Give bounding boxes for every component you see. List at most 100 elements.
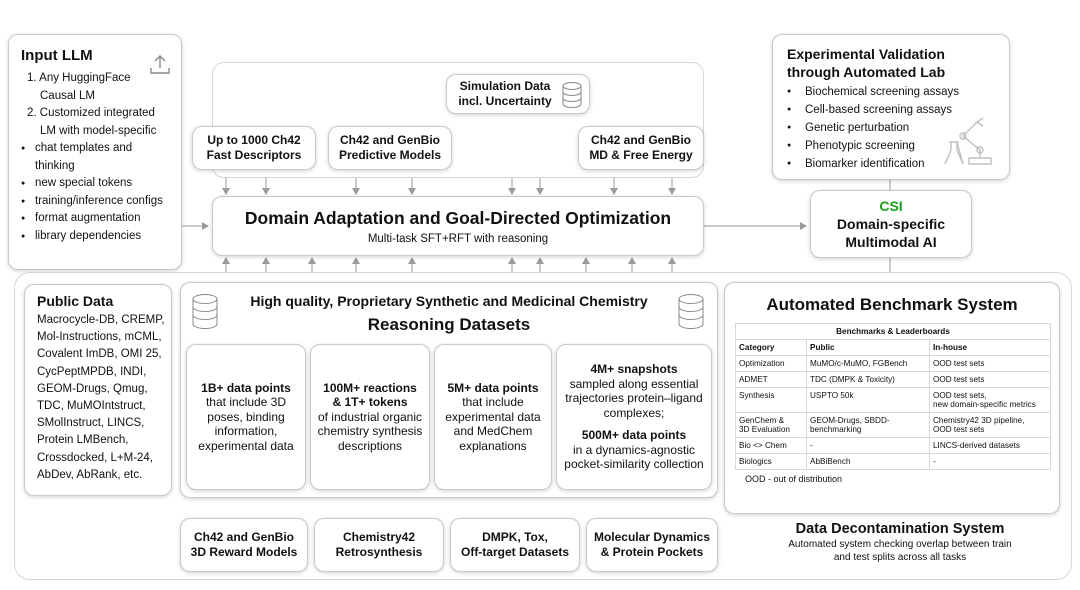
dataset-card-3: 5M+ data points that include experimenta… [434, 344, 552, 490]
decontam-section: Data Decontamination System Automated sy… [740, 520, 1060, 570]
table-cell: OOD test sets, new domain-specific metri… [929, 387, 1051, 413]
input-llm-item-2: 2. Customized integrated [27, 107, 155, 119]
benchmark-table-title: Benchmarks & Leaderboards [735, 323, 1051, 340]
dmpk-box: DMPK, Tox, Off-target Datasets [450, 518, 580, 572]
card-line: 1B+ data points [201, 380, 291, 395]
table-row: ADMET TDC (DMPK & Toxicity) OOD test set… [735, 371, 1051, 388]
card-line: trajectories protein–ligand [565, 391, 703, 406]
upload-icon [149, 53, 171, 80]
input-llm-bullet-cont: thinking [35, 159, 75, 172]
csi-line1: Domain-specific [836, 216, 946, 232]
public-data-line: Crossdocked, L+M-24, [37, 451, 154, 464]
card-line: chemistry synthesis [317, 424, 423, 439]
domain-adaptation-box: Domain Adaptation and Goal-Directed Opti… [212, 196, 704, 256]
input-llm-bullet: new special tokens [21, 175, 181, 193]
input-llm-bullet: chat templates and [21, 140, 181, 158]
simulation-line2: incl. Uncertainty [458, 94, 552, 108]
database-icon [677, 293, 705, 336]
database-icon [191, 293, 219, 336]
table-cell: - [806, 437, 930, 454]
retrosynthesis-line1: Chemistry42 [342, 530, 416, 544]
lab-robot-icon [941, 114, 999, 171]
public-data-title: Public Data [37, 293, 114, 309]
csi-line2: Multimodal AI [845, 234, 937, 250]
card-line: descriptions [337, 438, 403, 453]
dataset-card-2: 100M+ reactions & 1T+ tokens of industri… [310, 344, 430, 490]
csi-label: CSI [879, 198, 903, 214]
validation-title-2: through Automated Lab [787, 64, 946, 80]
dmpk-line2: Off-target Datasets [460, 545, 570, 559]
predictive-models-box: Ch42 and GenBio Predictive Models [328, 126, 452, 170]
validation-bullet: Cell-based screening assays [787, 101, 1009, 119]
card-line: 100M+ reactions [323, 380, 417, 395]
md-free-energy-box: Ch42 and GenBio MD & Free Energy [578, 126, 704, 170]
card-line: 5M+ data points [447, 380, 539, 395]
input-llm-bullet: library dependencies [21, 228, 181, 246]
table-cell: Synthesis [735, 387, 807, 413]
card-line: & 1T+ tokens [332, 395, 408, 410]
table-row: Synthesis USPTO 50k OOD test sets, new d… [735, 387, 1051, 413]
card-line: experimental data [198, 438, 294, 453]
table-cell: ADMET [735, 371, 807, 388]
card-line: information, [214, 424, 278, 439]
table-cell: OOD test sets [929, 371, 1051, 388]
reward-models-box: Ch42 and GenBio 3D Reward Models [180, 518, 308, 572]
public-data-line: Macrocycle-DB, CREMP, [37, 314, 165, 326]
datasets-title-1: High quality, Proprietary Synthetic and … [250, 293, 648, 309]
table-cell: GenChem & 3D Evaluation [735, 412, 807, 438]
benchmark-footnote: OOD - out of distribution [745, 474, 843, 484]
public-data-line: TDC, MuMOIntstruct, [37, 400, 146, 413]
decontam-line1: Automated system checking overlap betwee… [788, 539, 1012, 550]
table-cell: GEOM-Drugs, SBDD- benchmarking [806, 412, 930, 438]
table-cell: Biologics [735, 453, 807, 470]
dataset-card-1: 1B+ data points that include 3D poses, b… [186, 344, 306, 490]
card-line: 500M+ data points [581, 428, 687, 443]
benchmark-panel: Automated Benchmark System Benchmarks & … [724, 282, 1060, 514]
card-line: 4M+ snapshots [590, 362, 678, 377]
table-cell: Chemistry42 3D pipeline, OOD test sets [929, 412, 1051, 438]
molecular-dynamics-line1: Molecular Dynamics [593, 530, 711, 544]
public-data-line: AbDev, AbRank, etc. [37, 468, 143, 481]
table-cell: USPTO 50k [806, 387, 930, 413]
fast-descriptors-line2: Fast Descriptors [206, 148, 302, 162]
table-cell: Bio <> Chem [735, 437, 807, 454]
card-line: complexes; [603, 405, 665, 420]
card-line: and MedChem [453, 424, 533, 439]
reward-models-line1: Ch42 and GenBio [193, 530, 294, 544]
input-llm-title: Input LLM [21, 47, 93, 64]
simulation-line1: Simulation Data [459, 79, 551, 93]
molecular-dynamics-line2: & Protein Pockets [600, 545, 704, 559]
fast-descriptors-box: Up to 1000 Ch42 Fast Descriptors [192, 126, 316, 170]
table-row: Biologics AbBiBench - [735, 453, 1051, 470]
public-data-line: GEOM-Drugs, Qmug, [37, 382, 148, 395]
benchmark-title: Automated Benchmark System [766, 295, 1018, 314]
table-cell: Optimization [735, 355, 807, 372]
table-cell: AbBiBench [806, 453, 930, 470]
md-free-energy-line2: MD & Free Energy [589, 148, 693, 162]
benchmark-header: In-house [929, 339, 1051, 356]
public-data-line: SMolInstruct, LINCS, [37, 417, 145, 430]
simulation-data-box: Simulation Data incl. Uncertainty [446, 74, 590, 114]
datasets-title-2: Reasoning Datasets [367, 315, 531, 334]
dataset-card-4: 4M+ snapshots sampled along essential tr… [556, 344, 712, 490]
predictive-models-line1: Ch42 and GenBio [339, 133, 440, 147]
input-llm-bullet: format augmentation [21, 210, 181, 228]
public-data-line: CycPeptMPDB, INDI, [37, 365, 147, 378]
md-free-energy-line1: Ch42 and GenBio [590, 133, 691, 147]
csi-box: CSI Domain-specific Multimodal AI [810, 190, 972, 258]
table-row: Optimization MuMO/c-MuMO, FGBench OOD te… [735, 355, 1051, 372]
card-line: explanations [459, 438, 527, 453]
validation-bullet: Genetic perturbation [787, 119, 1009, 137]
validation-panel: Experimental Validation through Automate… [772, 34, 1010, 180]
benchmark-header: Category [735, 339, 807, 356]
decontam-title: Data Decontamination System [795, 521, 1005, 537]
input-llm-item-1: 1. Any HuggingFace [27, 72, 131, 84]
input-llm-item-2b: LM with model-specific [40, 124, 157, 137]
reward-models-line2: 3D Reward Models [190, 545, 298, 559]
public-data-panel: Public Data Macrocycle-DB, CREMP, Mol-In… [24, 284, 172, 496]
table-cell: TDC (DMPK & Toxicity) [806, 371, 930, 388]
validation-bullet: Phenotypic screening [787, 137, 1009, 155]
validation-bullet: Biomarker identification [787, 155, 1009, 173]
validation-title-1: Experimental Validation [787, 46, 945, 62]
input-llm-bullet: training/inference configs [21, 193, 181, 211]
